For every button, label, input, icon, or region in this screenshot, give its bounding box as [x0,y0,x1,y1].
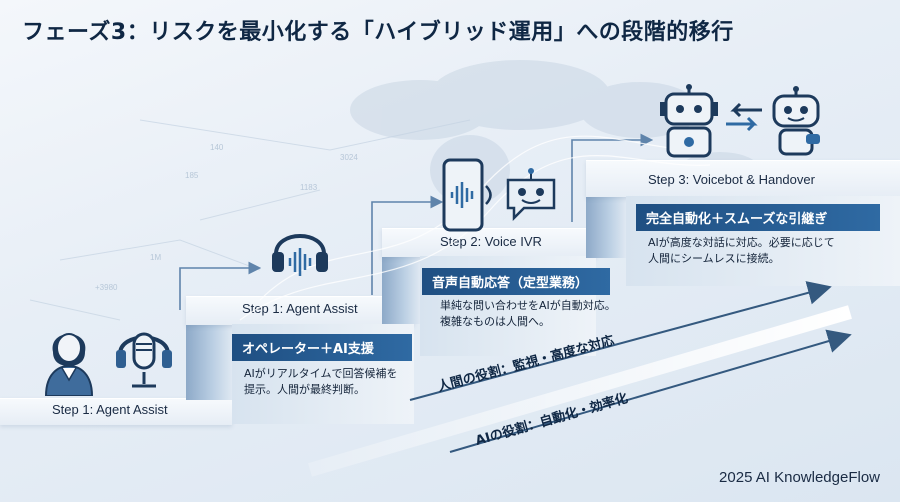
smartphone-icon [442,158,492,232]
robot-icon [660,84,718,158]
headset-icon [272,234,328,276]
human-role-arrow [409,281,832,401]
step3-label: Step 3: Voicebot & Handover [648,172,815,187]
operator-icon [44,333,94,396]
bg-number: 140 [210,143,224,152]
bg-number: 3024 [340,153,358,162]
robot-icon [772,86,820,156]
bg-number: +3980 [95,283,118,292]
bg-number: 1M [150,253,161,262]
chatbot-icon [506,168,556,222]
connector-arrow-1 [179,261,262,310]
ground-step-label: Step 1: Agent Assist [52,402,168,417]
glow-arrow [308,305,852,477]
step1-tread [186,296,414,325]
step1-title-bar: オペレーター＋AI支援 [232,334,412,361]
page-title: フェーズ3：リスクを最小化する「ハイブリッド運用」への段階的移行 [22,20,734,45]
bg-number: 1183 [300,183,318,192]
step1-description: AIがリアルタイムで回答候補を提示。人間が最終判断。 [244,367,398,396]
step1-label: Step 1: Agent Assist [242,301,358,316]
microphone-icon [116,332,172,388]
step2-title-bar: 音声自動応答（定型業務） [422,268,610,295]
step-ground [0,398,232,425]
step3-description: AIが高度な対話に対応。必要に応じて人間にシームレスに接続。 [648,236,835,265]
bg-number: 185 [185,171,199,180]
step2-label: Step 2: Voice IVR [440,234,542,249]
step3-tread [586,160,900,197]
handover-arrows-icon [726,102,762,132]
ai-role-arrow [449,329,852,453]
step3-title-bar: 完全自動化＋スムーズな引継ぎ [636,204,880,231]
step2-tread [382,228,596,257]
connector-arrow-2 [371,195,444,295]
step2-description: 単純な問い合わせをAIが自動対応。複雑なものは人間へ。 [440,299,616,328]
footer-credit: 2025 AI KnowledgeFlow [719,469,880,486]
